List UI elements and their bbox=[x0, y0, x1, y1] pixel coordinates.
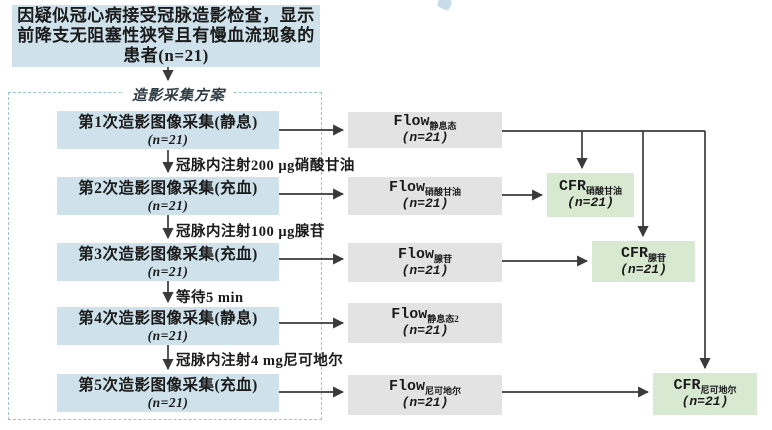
patient-line-3: 患者(n=21) bbox=[123, 46, 209, 65]
cfr-base: CFR bbox=[673, 377, 701, 394]
cfr-sub: 腺苷 bbox=[648, 252, 667, 263]
transition-label-4: 冠脉内注射4 mg尼可地尔 bbox=[176, 353, 344, 369]
cfr-n: (n=21) bbox=[567, 195, 614, 210]
cfr-sub: 硝酸甘油 bbox=[586, 186, 623, 196]
cfr-box-nitroglycerin: CFR硝酸甘油 (n=21) bbox=[547, 173, 634, 217]
transition-label-1: 冠脉内注射200 μg硝酸甘油 bbox=[176, 158, 355, 174]
cfr-n: (n=21) bbox=[620, 261, 667, 277]
flow-box-adenosine: Flow腺苷 (n=21) bbox=[348, 243, 502, 282]
cfr-sub: 尼可地尔 bbox=[700, 385, 737, 395]
flow-sub: 硝酸甘油 bbox=[425, 187, 462, 197]
flow-box-nicorandil: Flow尼可地尔 (n=21) bbox=[348, 375, 502, 415]
flow-sub: 尼可地尔 bbox=[425, 386, 462, 396]
step-label: 第2次造影图像采集(充血) bbox=[78, 179, 258, 197]
step-box-5: 第5次造影图像采集(充血) (n=21) bbox=[57, 374, 279, 412]
flow-base: Flow bbox=[391, 306, 428, 323]
flow-sub: 静息态2 bbox=[427, 314, 459, 324]
flow-sub: 腺苷 bbox=[434, 253, 453, 264]
step-n: (n=21) bbox=[147, 131, 189, 147]
step-label: 第4次造影图像采集(静息) bbox=[78, 309, 258, 327]
step-label: 第5次造影图像采集(充血) bbox=[78, 376, 258, 394]
step-box-2: 第2次造影图像采集(充血) (n=21) bbox=[57, 177, 279, 215]
transition-label-3: 等待5 min bbox=[176, 290, 244, 306]
flow-n: (n=21) bbox=[401, 395, 449, 410]
step-n: (n=21) bbox=[147, 327, 189, 343]
patient-box: 因疑似冠心病接受冠脉造影检查，显示 前降支无阻塞性狭窄且有慢血流现象的 患者(n… bbox=[12, 5, 320, 67]
flow-n: (n=21) bbox=[401, 262, 449, 278]
step-box-4: 第4次造影图像采集(静息) (n=21) bbox=[57, 307, 279, 345]
patient-line-1: 因疑似冠心病接受冠脉造影检查，显示 bbox=[17, 6, 315, 25]
step-box-3: 第3次造影图像采集(充血) (n=21) bbox=[57, 243, 279, 281]
step-n: (n=21) bbox=[147, 197, 189, 213]
flow-box-nitroglycerin: Flow硝酸甘油 (n=21) bbox=[348, 177, 502, 215]
step-label: 第3次造影图像采集(充血) bbox=[78, 245, 258, 263]
cfr-base: CFR bbox=[620, 244, 648, 262]
flow-base: Flow bbox=[388, 179, 425, 196]
flow-base: Flow bbox=[397, 245, 434, 263]
step-box-1: 第1次造影图像采集(静息) (n=21) bbox=[57, 111, 279, 149]
cfr-n: (n=21) bbox=[681, 394, 729, 409]
flow-box-rest2: Flow静息态2 (n=21) bbox=[348, 303, 502, 343]
step-n: (n=21) bbox=[147, 394, 189, 410]
flow-base: Flow bbox=[393, 113, 430, 130]
step-n: (n=21) bbox=[147, 263, 189, 279]
scan-artifact bbox=[436, 0, 453, 12]
flow-n: (n=21) bbox=[401, 323, 449, 338]
flow-base: Flow bbox=[388, 378, 425, 395]
flow-box-rest: Flow静息态 (n=21) bbox=[348, 112, 502, 148]
patient-line-2: 前降支无阻塞性狭窄且有慢血流现象的 bbox=[17, 26, 315, 45]
transition-label-2: 冠脉内注射100 μg腺苷 bbox=[176, 224, 325, 240]
flow-n: (n=21) bbox=[401, 130, 449, 145]
cfr-box-adenosine: CFR腺苷 (n=21) bbox=[592, 241, 695, 282]
cfr-box-nicorandil: CFR尼可地尔 (n=21) bbox=[653, 373, 757, 415]
protocol-title: 造影采集方案 bbox=[124, 84, 233, 105]
flow-sub: 静息态 bbox=[429, 121, 457, 131]
step-label: 第1次造影图像采集(静息) bbox=[78, 113, 258, 131]
cfr-base: CFR bbox=[558, 178, 586, 195]
flow-n: (n=21) bbox=[401, 196, 449, 211]
